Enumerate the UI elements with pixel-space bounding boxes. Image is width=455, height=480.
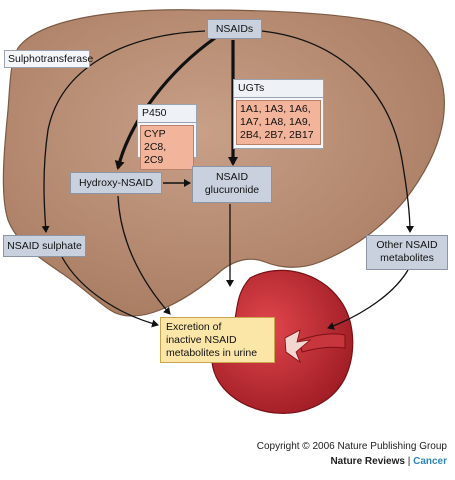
p450-enzymes: CYP 2C8, 2C9	[140, 125, 194, 170]
nsaid-sulphate-label: NSAID sulphate	[7, 240, 82, 252]
excretion-line-3: metabolites in urine	[166, 347, 258, 359]
copyright-text: Copyright © 2006 Nature Publishing Group	[256, 441, 447, 452]
journal-section: Cancer	[413, 456, 447, 467]
journal-separator: |	[404, 456, 414, 467]
ugts-title: UGTs	[234, 80, 323, 98]
nsaid-glucuronide-box: NSAID glucuronide	[192, 166, 272, 203]
sulphotransferase-box: Sulphotransferase	[4, 50, 94, 68]
excretion-box: Excretion of inactive NSAID metabolites …	[160, 317, 275, 363]
ugts-line-1: 1A1, 1A3, 1A6,	[240, 103, 311, 115]
arrow-sulphate-to-excretion	[61, 256, 159, 328]
ugts-box: UGTs 1A1, 1A3, 1A6, 1A7, 1A8, 1A9, 2B4, …	[233, 79, 324, 149]
glucuronide-line-2: glucuronide	[204, 184, 260, 196]
other-line-2: metabolites	[380, 252, 434, 264]
other-line-1: Other NSAID	[376, 239, 438, 251]
other-metabolites-box: Other NSAID metabolites	[366, 235, 448, 270]
ugts-enzymes: 1A1, 1A3, 1A6, 1A7, 1A8, 1A9, 2B4, 2B7, …	[236, 100, 321, 145]
arrow-nsaids-to-other	[261, 30, 414, 233]
p450-title: P450	[138, 105, 196, 123]
liver-shape	[2, 9, 445, 317]
excretion-line-2: inactive NSAID	[166, 334, 237, 346]
nsaids-label: NSAIDs	[215, 23, 254, 35]
ugts-line-2: 1A7, 1A8, 1A9,	[240, 116, 311, 128]
arrow-hydroxy-to-excretion	[117, 195, 171, 315]
p450-box: P450 CYP 2C8, 2C9	[137, 104, 197, 170]
nsaid-sulphate-box: NSAID sulphate	[3, 235, 86, 257]
journal-credit: Nature Reviews | Cancer	[330, 456, 447, 467]
p450-line-2: 2C9	[144, 154, 164, 166]
renal-hilum	[284, 329, 312, 364]
excretion-line-1: Excretion of	[166, 321, 222, 333]
journal-name: Nature Reviews	[330, 456, 405, 467]
arrow-nsaids-to-hydroxy	[114, 36, 216, 170]
copyright: Copyright © 2006 Nature Publishing Group	[257, 441, 447, 452]
renal-vessel	[299, 333, 346, 353]
arrow-nsaids-to-sulphate	[41, 30, 206, 233]
sulphotransferase-label: Sulphotransferase	[8, 53, 94, 65]
hydroxy-nsaid-label: Hydroxy-NSAID	[78, 177, 154, 189]
glucuronide-line-1: NSAID	[215, 171, 249, 183]
nsaids-box: NSAIDs	[207, 19, 262, 39]
ugts-line-3: 2B4, 2B7, 2B17	[240, 129, 314, 141]
hydroxy-nsaid-box: Hydroxy-NSAID	[70, 172, 162, 194]
p450-line-1: CYP 2C8,	[144, 128, 167, 153]
arrow-other-to-excretion	[327, 269, 409, 330]
